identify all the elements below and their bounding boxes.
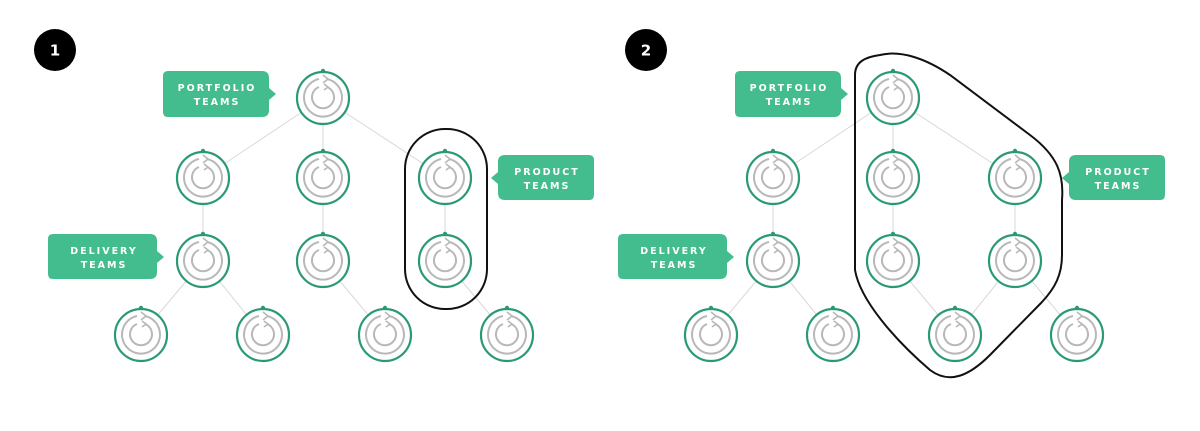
product-team-node-icon: [417, 147, 473, 206]
delivery-team-node-icon: [175, 230, 231, 289]
panel-2: 2 PORTFOLIO TEAMS PRODUCT TEAMS: [618, 29, 1165, 379]
delivery-teams-callout: DELIVERY TEAMS: [618, 234, 734, 279]
team-node-icon: [865, 147, 921, 206]
team-node-icon: [295, 230, 351, 289]
callout-label: TEAMS: [651, 260, 698, 271]
team-node-icon: [745, 147, 801, 206]
panel-number-badge: 1: [34, 29, 76, 71]
callout-label: TEAMS: [524, 181, 571, 192]
callout-label: PORTFOLIO: [178, 83, 257, 94]
callout-label: DELIVERY: [70, 246, 137, 257]
callout-label: TEAMS: [81, 260, 128, 271]
team-node-icon: [175, 147, 231, 206]
product-teams-outline: [404, 128, 488, 310]
callout-label: PRODUCT: [514, 167, 579, 178]
panel-number: 1: [50, 42, 60, 60]
team-node-icon: [357, 304, 413, 363]
connector-lines: [140, 97, 508, 336]
callout-label: DELIVERY: [640, 246, 707, 257]
delivery-team-node-icon: [745, 230, 801, 289]
portfolio-team-node-icon: [865, 67, 921, 126]
team-node-icon: [865, 230, 921, 289]
team-node-icon: [113, 304, 169, 363]
callout-label: TEAMS: [1095, 181, 1142, 192]
team-node-icon: [235, 304, 291, 363]
panel-number: 2: [641, 42, 651, 60]
portfolio-scope-outline: [854, 52, 1064, 379]
callout-label: TEAMS: [766, 97, 813, 108]
product-team-node-icon: [987, 230, 1043, 289]
team-node-icon: [479, 304, 535, 363]
callout-label: PORTFOLIO: [750, 83, 829, 94]
panel-number-badge: 2: [625, 29, 667, 71]
callout-label: TEAMS: [194, 97, 241, 108]
product-teams-callout: PRODUCT TEAMS: [1062, 155, 1165, 200]
product-team-node-icon: [987, 147, 1043, 206]
delivery-teams-callout: DELIVERY TEAMS: [48, 234, 164, 279]
team-node-icon: [683, 304, 739, 363]
panel-1: 1 PORTFOLIO TEAMS PRODUCT TEAMS: [34, 29, 594, 363]
team-node-icon: [295, 147, 351, 206]
product-teams-callout: PRODUCT TEAMS: [491, 155, 594, 200]
callout-label: PRODUCT: [1085, 167, 1150, 178]
team-node-icon: [1049, 304, 1105, 363]
portfolio-team-node-icon: [295, 67, 351, 126]
portfolio-teams-callout: PORTFOLIO TEAMS: [163, 71, 276, 117]
connector-lines: [710, 97, 1078, 336]
team-node-icon: [927, 304, 983, 363]
product-team-node-icon: [417, 230, 473, 289]
portfolio-teams-callout: PORTFOLIO TEAMS: [735, 71, 848, 117]
team-node-icon: [805, 304, 861, 363]
